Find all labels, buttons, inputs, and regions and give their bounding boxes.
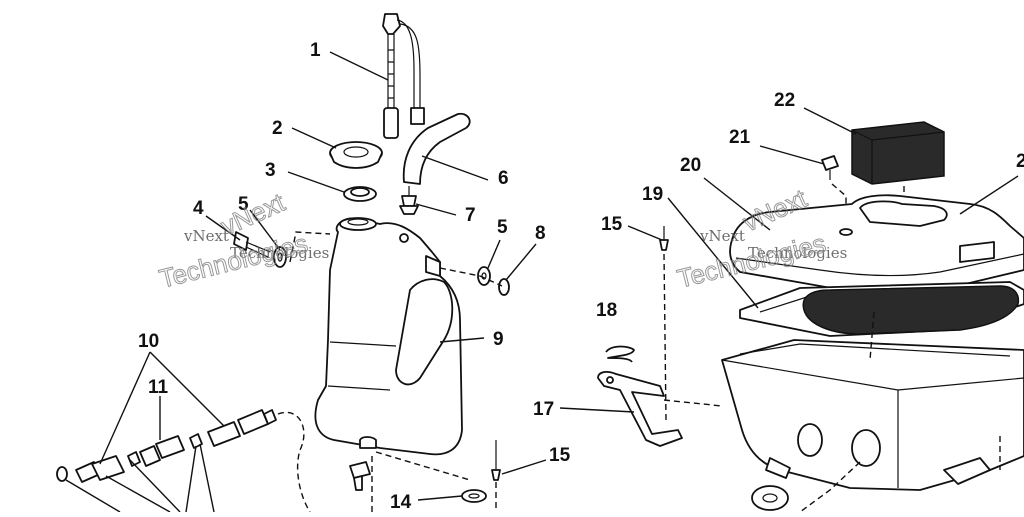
callout-1: 1 [310,40,321,61]
part-vent-valve [399,186,419,215]
callout-10: 10 [138,331,159,352]
part-grommet-right [477,266,491,286]
callout-14: 14 [390,492,412,512]
callout-19: 19 [642,184,663,205]
callout-8: 8 [535,223,546,244]
callout-18: 18 [596,300,617,321]
fuel-tank-assembly [56,13,510,513]
callout-11: 11 [148,377,169,398]
watermark-left-small-2: Technologies [230,244,329,262]
part-tank-cap [329,141,383,169]
callout-15-upper: 15 [601,214,623,235]
part-nut-right [498,278,510,296]
callout-2-right: 2 [1016,151,1024,172]
watermark-right-small-2: Technologies [748,244,847,262]
part-cap-gasket [343,186,377,202]
part-airbox-lid [729,194,1024,295]
callout-3: 3 [265,160,276,181]
callout-6: 6 [498,168,509,189]
part-grommet-left [273,246,287,268]
part-vent-hose [402,112,471,185]
callout-5-left: 5 [238,194,249,215]
part-screw-lower [491,440,501,481]
part-fuel-line [56,409,277,483]
part-bolt-left [233,231,271,258]
callout-17: 17 [533,399,554,420]
watermark-left-small: vNext [183,227,229,245]
part-fuel-tank [314,217,463,456]
callout-22: 22 [774,90,795,111]
callout-21: 21 [729,127,751,148]
callout-4: 4 [193,198,204,219]
part-airbox-base [721,339,1024,491]
part-clip [821,155,839,180]
callout-7: 7 [465,205,476,226]
part-fuel-sender [382,13,425,139]
callout-labels: 1 2 3 4 5 6 7 5 8 9 10 11 14 15 15 17 18… [138,40,1024,513]
part-screw-upper [659,226,669,251]
air-box-assembly [597,121,1024,513]
part-bracket [597,371,683,447]
part-foam-filter [802,285,1020,335]
callout-9: 9 [493,329,504,350]
leader-lines [65,51,1019,513]
part-grommet-bottom [461,489,487,503]
part-spring-clip [605,345,635,363]
callout-15-lower: 15 [549,445,571,466]
callout-20: 20 [680,155,701,176]
callout-5-right: 5 [497,217,508,238]
callout-2: 2 [272,118,283,139]
watermark-right-small: vNext [699,227,745,245]
part-foam-prefilter [851,121,945,185]
part-airbox-grommet [751,485,789,511]
part-fuel-fitting [349,461,371,491]
